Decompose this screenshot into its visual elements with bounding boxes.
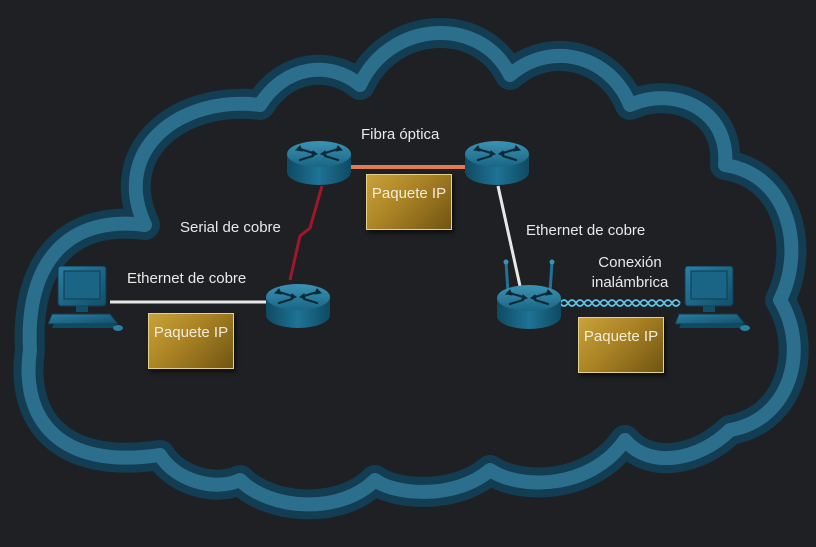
ethernet-left-label: Ethernet de cobre — [127, 270, 247, 287]
serial-label: Serial de cobre — [180, 219, 281, 236]
ethernet-link-right — [496, 185, 522, 287]
fiber-label: Fibra óptica — [361, 126, 440, 143]
wireless-router-icon — [496, 259, 562, 330]
cloud-outline — [13, 18, 809, 520]
pc-icon — [675, 266, 751, 332]
router-icon — [464, 140, 530, 186]
ip-packet-left: Paquete IP — [148, 313, 234, 369]
ethernet-right-label: Ethernet de cobre — [526, 222, 646, 239]
pc-icon — [48, 266, 124, 332]
router-icon — [286, 140, 352, 186]
ip-packet-right: Paquete IP — [578, 317, 664, 373]
router-icon — [265, 283, 331, 329]
wireless-link — [559, 299, 681, 307]
serial-link — [288, 185, 324, 281]
wireless-label-line2: inalámbrica — [591, 274, 669, 291]
ip-packet-top: Paquete IP — [366, 174, 452, 230]
wireless-label-line1: Conexión — [598, 254, 662, 271]
